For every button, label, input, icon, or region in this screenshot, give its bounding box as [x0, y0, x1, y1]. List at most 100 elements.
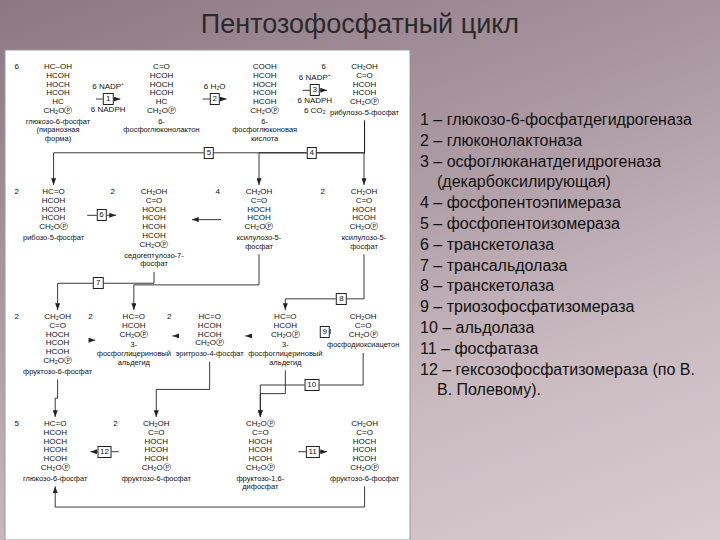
- structural-formula: HC=O HCOH CH₂OⓅ: [119, 313, 148, 339]
- cofactor-label: 6 NADP⁺: [299, 75, 331, 84]
- compound-node: HC=O HCOH HCOH HCOH CH₂OⓅ рибозо-5-фосфат: [20, 185, 87, 246]
- reaction-arrow: [58, 272, 154, 310]
- structural-formula: CH₂OH C=O HOCH HCOH HCOH CH₂OⓅ: [350, 420, 379, 473]
- reaction-arrow: [156, 362, 209, 417]
- enzyme-number: 4: [307, 147, 317, 159]
- compound-node: HC=O HCOH CH₂OⓅ3-фосфоглицериновый альде…: [94, 310, 174, 370]
- compound-node: CH₂OH C=O HOCH HCOH HCOH CH₂OⓅ фруктозо-6…: [327, 417, 402, 486]
- enzyme-list-item: 7 – трансальдолаза: [420, 256, 712, 277]
- compound-name: 3-фосфоглицериновый альдегид: [248, 341, 322, 367]
- enzyme-list-item: 12 – гексозофосфатизомераза (по В. В. По…: [420, 360, 712, 402]
- compound-name: глюкозо-6-фосфат (пиранозная форма): [23, 118, 93, 144]
- enzyme-number: 12: [97, 446, 112, 458]
- compound-name: седогептулозо-7-фосфат: [119, 252, 189, 269]
- reaction-arrow: [192, 219, 221, 220]
- enzyme-list-item: 11 – фосфатаза: [420, 339, 712, 360]
- coefficient: 4: [216, 188, 220, 197]
- reaction-arrow: [94, 340, 95, 341]
- cofactor-label: 6 CO₂: [304, 107, 326, 116]
- compound-node: HC=O HCOH HOCH HCOH HCOH CH₂OⓅ глюкозо-6-…: [20, 417, 90, 486]
- cofactor-label: 6 NADPH: [91, 106, 126, 115]
- enzyme-list-item: 3 – осфоглюканатдегидрогеназа (декарбокс…: [420, 152, 712, 194]
- compound-name: фосфодиоксиацетон: [327, 341, 399, 350]
- structural-formula: HC=O HCOH HCOH HCOH CH₂OⓅ: [39, 188, 68, 232]
- enzyme-list-item: 1 – глюкозо-6-фосфатдегидрогеназа: [420, 110, 712, 131]
- compound-name: рибулозо-5-фосфат: [330, 109, 399, 118]
- enzyme-number: 11: [306, 446, 320, 458]
- compound-name: ксилулозо-5-фосфат: [224, 234, 294, 251]
- compound-node: CH₂OH C=O HOCH HCOH HCOH CH₂OⓅфруктозо-6…: [119, 417, 194, 486]
- enzyme-number: 7: [93, 277, 103, 289]
- slide-title: Пентозофосфатный цикл: [0, 9, 720, 40]
- compound-node: CH₂OH C=O HOCH HCOH HCOH CH₂OⓅфруктозо-6…: [20, 310, 95, 379]
- compound-name: рибозо-5-фосфат: [23, 234, 84, 243]
- reaction-arrow: [55, 486, 364, 507]
- enzyme-list-item: 6 – транскетолаза: [420, 235, 712, 256]
- compound-name: фруктозо-1,6-дифосфат: [225, 475, 295, 492]
- cofactor-label: 6 NADP⁺: [92, 83, 124, 92]
- enzyme-number: 8: [336, 293, 346, 305]
- structural-formula: CH₂OH C=O HOCH HCOH HCOH CH₂OⓅ: [43, 313, 72, 366]
- compound-name: глюкозо-6-фосфат: [23, 475, 87, 484]
- compound-node: CH₂OⓅ C=O HOCH HCOH HCOH CH₂OⓅ фруктозо-1…: [222, 417, 298, 495]
- compound-name: эритрозо-4-фосфат: [176, 350, 244, 359]
- enzyme-list-item: 4 – фосфопентоэпимераза: [420, 193, 712, 214]
- compound-name: 6-фосфоглюконовая кислота: [230, 118, 300, 144]
- structural-formula: C=O HCOH HOCH HCOH HC CH₂OⓅ: [147, 63, 176, 116]
- reaction-arrow: [285, 254, 364, 310]
- coefficient: 2: [113, 420, 117, 429]
- compound-node: CH₂OH C=O HOCH HCOH CH₂OⓅ ксилулозо-5-фос…: [326, 185, 402, 254]
- structural-formula: HC=O HCOH HCOH CH₂OⓅ: [195, 313, 224, 348]
- enzyme-number: 3: [310, 84, 320, 96]
- reaction-arrow: [55, 379, 57, 417]
- coefficient: 2: [111, 188, 115, 197]
- coefficient: 2: [321, 188, 325, 197]
- coefficient: 5: [15, 420, 19, 429]
- structural-formula: HC=O HCOH HOCH HCOH HCOH CH₂OⓅ: [41, 420, 70, 473]
- compound-name: ксилулозо-5-фосфат: [329, 234, 399, 251]
- enzyme-number: 9: [319, 326, 329, 338]
- enzyme-list-item: 9 – триозофосфатизомераза: [420, 297, 712, 318]
- reaction-arrow: [173, 335, 174, 336]
- structural-formula: CH₂OH C=O HOCH HCOH CH₂OⓅ: [350, 188, 379, 232]
- structural-formula: HC–OH HCOH HOCH HCOH HC CH₂OⓅ: [44, 63, 73, 116]
- coefficient: 2: [15, 313, 19, 322]
- structural-formula: CH₂OH C=O CH₂OⓅ: [349, 313, 378, 339]
- compound-name: 6-фосфоглюконолактон: [123, 118, 199, 135]
- compound-node: CH₂OH C=O HCOH HCOH CH₂OⓅрибулозо-5-фосф…: [327, 60, 402, 121]
- compound-node: COOH HCOH HOCH HCOH HCOH CH₂OⓅ6-фосфоглю…: [227, 60, 303, 147]
- structural-formula: HC=O HCOH CH₂OⓅ: [271, 313, 300, 339]
- enzyme-number: 6: [96, 209, 106, 221]
- scheme-panel: [5, 50, 410, 540]
- enzyme-number: 2: [209, 93, 219, 105]
- cofactor-label: 6 NADPH: [297, 97, 332, 106]
- structural-formula: CH₂OH C=O HOCH HCOH HCOH CH₂OⓅ: [142, 420, 171, 473]
- enzyme-list-item: 2 – глюконолактоназа: [420, 131, 712, 152]
- compound-name: фруктозо-6-фосфат: [330, 475, 399, 484]
- reaction-arrow: [260, 370, 285, 417]
- reaction-arrow: [54, 121, 365, 185]
- connectors: [54, 90, 365, 507]
- compound-node: CH₂OH C=O HOCH HCOH CH₂OⓅксилулозо-5-фос…: [221, 185, 297, 254]
- enzyme-number: 10: [304, 379, 319, 391]
- coefficient: 2: [15, 188, 19, 197]
- compound-node: CH₂OH C=O CH₂OⓅ фосфодиоксиацетон: [324, 310, 402, 353]
- compound-node: HC=O HCOH CH₂OⓅ3-фосфоглицериновый альде…: [245, 310, 325, 370]
- enzyme-list-item: 5 – фосфопентоизомераза: [420, 214, 712, 235]
- coefficient: 2: [167, 313, 171, 322]
- coefficient: 6: [322, 63, 326, 72]
- reaction-arrow: [364, 121, 366, 185]
- structural-formula: CH₂OⓅ C=O HOCH HCOH HCOH CH₂OⓅ: [246, 420, 275, 473]
- enzyme-list-item: 8 – транскетолаза: [420, 276, 712, 297]
- reaction-arrow: [245, 335, 247, 336]
- compound-node: HC=O HCOH HCOH CH₂OⓅ эритрозо-4-фосфат: [173, 310, 247, 362]
- compound-name: 3-фосфоглицериновый альдегид: [97, 341, 171, 367]
- enzyme-list-item: 10 – альдолаза: [420, 318, 712, 339]
- enzyme-list: 1 – глюкозо-6-фосфатдегидрогеназа2 – глю…: [420, 110, 712, 401]
- compound-node: C=O HCOH HOCH HCOH HC CH₂OⓅ 6-фосфоглюкон…: [120, 60, 202, 138]
- compound-node: CH₂OH C=O HOCH HCOH HCOH HCOH CH₂OⓅседог…: [116, 185, 192, 272]
- structural-formula: COOH HCOH HOCH HCOH HCOH CH₂OⓅ: [250, 63, 279, 116]
- compound-node: HC–OH HCOH HOCH HCOH HC CH₂OⓅглюкозо-6-ф…: [20, 60, 96, 147]
- enzyme-number: 5: [204, 147, 214, 159]
